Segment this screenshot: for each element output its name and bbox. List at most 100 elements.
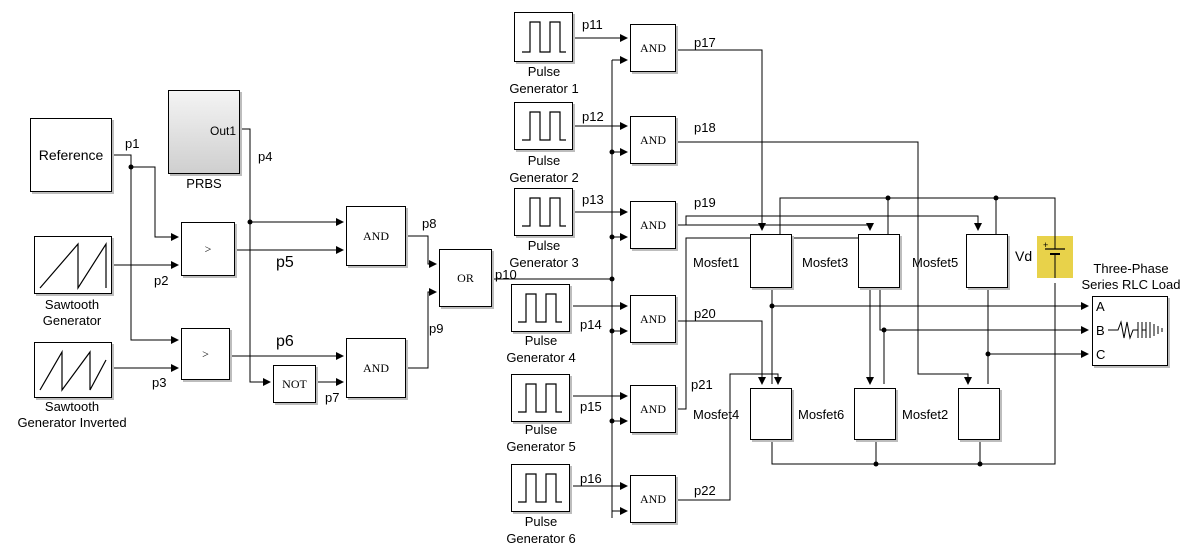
pulse-generator-1[interactable] bbox=[514, 12, 573, 62]
pulse-generator-4[interactable] bbox=[511, 284, 570, 332]
signal-p12: p12 bbox=[582, 109, 604, 124]
prbs-block[interactable]: Out1 bbox=[168, 90, 240, 174]
pulse-generator-3[interactable] bbox=[514, 188, 573, 236]
prbs-label: PRBS bbox=[186, 176, 222, 191]
phase-c bbox=[987, 288, 1089, 358]
svg-text:+: + bbox=[1043, 240, 1048, 250]
dc-source-label: Vd bbox=[1015, 248, 1033, 264]
sawtooth-inverted-wave bbox=[39, 349, 107, 392]
or-gate[interactable]: OR bbox=[439, 249, 492, 307]
signal-p14: p14 bbox=[580, 317, 602, 332]
pulse-wave-3 bbox=[522, 197, 566, 227]
and-gate-label: AND bbox=[363, 360, 389, 375]
sawtooth-inverted-label-2: Generator Inverted bbox=[17, 415, 127, 430]
signal-p18: p18 bbox=[694, 120, 716, 135]
signal-p9: p9 bbox=[429, 321, 444, 336]
load-port-c: C bbox=[1096, 347, 1106, 362]
wire-p22 bbox=[676, 373, 782, 501]
mosfet4-label: Mosfet4 bbox=[693, 407, 740, 422]
battery-icon: + bbox=[1043, 236, 1065, 278]
mosfet1-label: Mosfet1 bbox=[693, 255, 740, 270]
sawtooth-inverted-block[interactable] bbox=[34, 342, 112, 398]
signal-p2: p2 bbox=[154, 273, 169, 288]
signal-p22: p22 bbox=[694, 483, 716, 498]
signal-p17: p17 bbox=[694, 35, 716, 50]
pulse-generator-4-label: Pulse bbox=[524, 333, 558, 348]
rlc-load-block[interactable] bbox=[1092, 296, 1168, 366]
load-port-b: B bbox=[1096, 323, 1105, 338]
wire-p17 bbox=[676, 49, 766, 231]
reference-label: Reference bbox=[38, 147, 104, 163]
sawtooth-generator-block[interactable] bbox=[34, 236, 112, 294]
pulse-generator-2[interactable] bbox=[514, 102, 573, 150]
pulse-generator-6-label-2: Generator 6 bbox=[506, 531, 576, 546]
wire-p19b bbox=[685, 215, 982, 231]
signal-p16: p16 bbox=[580, 471, 602, 486]
pulse-wave-1 bbox=[522, 21, 566, 53]
sawtooth-label-1: Sawtooth bbox=[44, 297, 100, 312]
mosfet6-label: Mosfet6 bbox=[798, 407, 845, 422]
comparator-block-1[interactable]: > bbox=[181, 222, 235, 276]
pulse-generator-1-label: Pulse bbox=[527, 64, 561, 79]
pulse-generator-1-label-2: Generator 1 bbox=[509, 81, 579, 96]
signal-p20: p20 bbox=[694, 306, 716, 321]
not-gate-label: NOT bbox=[282, 376, 307, 391]
signal-p7: p7 bbox=[325, 390, 340, 405]
phase-a bbox=[771, 288, 1089, 310]
signal-p21: p21 bbox=[691, 377, 713, 392]
pulse-generator-2-label-2: Generator 2 bbox=[509, 170, 579, 185]
signal-p5: p5 bbox=[276, 254, 294, 271]
and-gate-upper[interactable]: AND bbox=[346, 206, 406, 266]
comparator-symbol: > bbox=[204, 241, 212, 256]
pulse-wave-2 bbox=[522, 111, 566, 141]
and-gate-label: AND bbox=[640, 132, 666, 147]
pulse-generator-6[interactable] bbox=[511, 464, 570, 512]
mosfet3-block[interactable] bbox=[858, 234, 900, 288]
pulse-generator-2-label: Pulse bbox=[527, 153, 561, 168]
sawtooth-inverted-label-1: Sawtooth bbox=[44, 399, 100, 414]
mosfet4-block[interactable] bbox=[750, 388, 792, 440]
mosfet1-block[interactable] bbox=[750, 234, 792, 288]
mosfet3-label: Mosfet3 bbox=[802, 255, 849, 270]
pulse-generator-5-label-2: Generator 5 bbox=[506, 439, 576, 454]
wire-p18 bbox=[676, 141, 972, 385]
signal-p8: p8 bbox=[422, 216, 437, 231]
and-gate-label: AND bbox=[640, 217, 666, 232]
pulse-generator-5[interactable] bbox=[511, 374, 570, 422]
phase-b bbox=[879, 288, 1089, 334]
signal-p4: p4 bbox=[258, 149, 273, 164]
comparator-block-2[interactable]: > bbox=[181, 328, 230, 380]
rlc-load-label-1: Three-Phase bbox=[1093, 261, 1169, 276]
wire-p8 bbox=[406, 235, 437, 268]
wire-p1b bbox=[130, 167, 179, 344]
dc-bus-bottom bbox=[771, 283, 1056, 465]
pulse-generator-5-label: Pulse bbox=[524, 422, 558, 437]
and-gate-2[interactable]: AND bbox=[630, 116, 676, 164]
pulse-wave-6 bbox=[518, 473, 562, 503]
sawtooth-wave bbox=[39, 241, 107, 291]
signal-p6: p6 bbox=[276, 333, 294, 350]
signal-p3: p3 bbox=[152, 375, 167, 390]
wire-p1 bbox=[112, 154, 179, 241]
not-gate[interactable]: NOT bbox=[273, 365, 316, 403]
mosfet5-block[interactable] bbox=[966, 234, 1008, 288]
wire-p20 bbox=[676, 320, 766, 385]
wire-p9 bbox=[406, 288, 437, 369]
and-gate-5[interactable]: AND bbox=[630, 385, 676, 433]
pulse-wave-5 bbox=[518, 383, 562, 413]
rlc-load-label-2: Series RLC Load bbox=[1081, 277, 1181, 292]
signal-p11: p11 bbox=[582, 17, 603, 32]
and-gate-6[interactable]: AND bbox=[630, 475, 676, 523]
mosfet2-label: Mosfet2 bbox=[902, 407, 949, 422]
pulse-generator-3-label-2: Generator 3 bbox=[509, 255, 579, 270]
pulse-wave-4 bbox=[518, 293, 562, 323]
pulse-generator-3-label: Pulse bbox=[527, 238, 561, 253]
reference-block[interactable]: Reference bbox=[30, 118, 112, 192]
dc-voltage-source[interactable]: + bbox=[1037, 236, 1073, 278]
and-gate-3[interactable]: AND bbox=[630, 201, 676, 249]
and-gate-4[interactable]: AND bbox=[630, 295, 676, 343]
mosfet6-block[interactable] bbox=[854, 388, 896, 440]
mosfet2-block[interactable] bbox=[958, 388, 1000, 440]
and-gate-1[interactable]: AND bbox=[630, 24, 676, 72]
and-gate-lower[interactable]: AND bbox=[346, 338, 406, 398]
